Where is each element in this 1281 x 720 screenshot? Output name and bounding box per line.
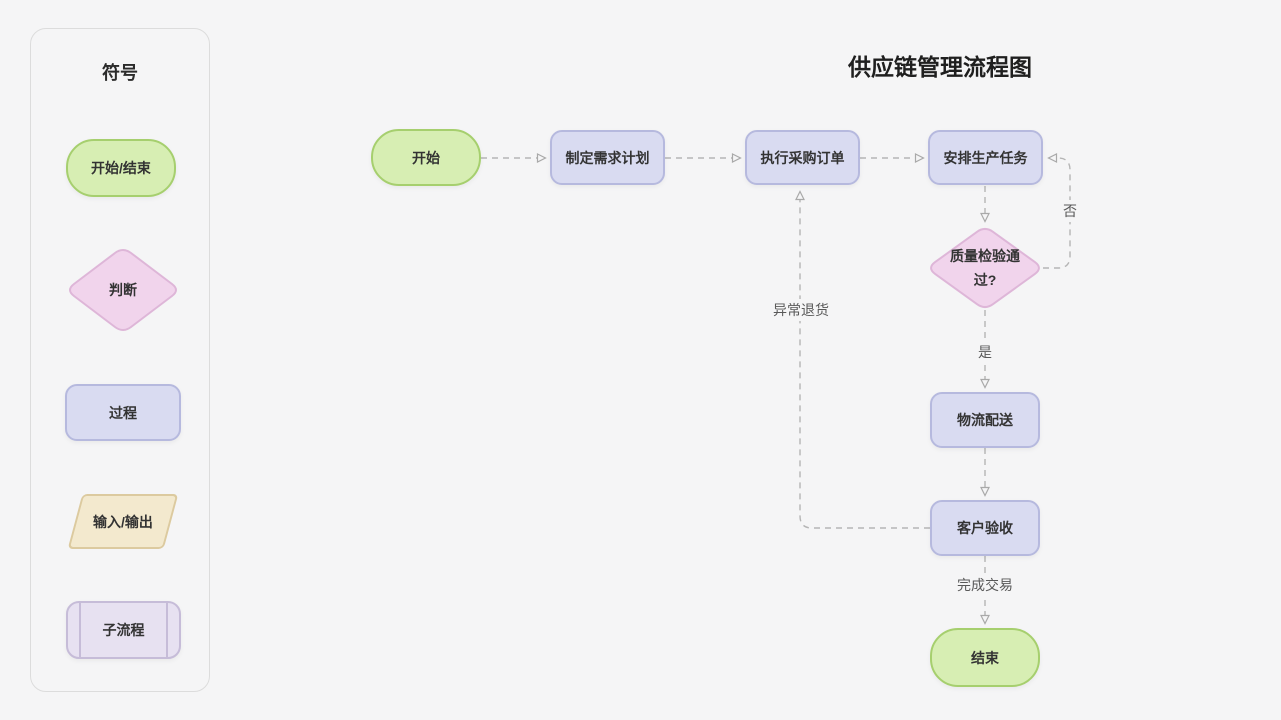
- node-start-label: 开始: [412, 149, 440, 166]
- legend-io-label: 输入/输出: [93, 513, 153, 530]
- node-end[interactable]: 结束: [930, 628, 1040, 687]
- legend-subprocess-label: 子流程: [102, 622, 145, 638]
- node-production[interactable]: 安排生产任务: [928, 130, 1043, 185]
- legend-decision-label: 判断: [109, 282, 137, 298]
- edge-label-complete: 完成交易: [953, 574, 1017, 596]
- legend-item-terminator[interactable]: 开始/结束: [66, 139, 176, 197]
- edge-acceptance-return: [795, 190, 930, 529]
- node-quality-check-label: 质量检验通过?: [950, 248, 1020, 288]
- legend-item-subprocess[interactable]: 子流程: [66, 601, 181, 659]
- legend-item-input-output[interactable]: 输入/输出: [65, 494, 181, 549]
- legend-item-decision[interactable]: 判断: [66, 247, 180, 333]
- edge-label-return: 异常退货: [769, 299, 833, 321]
- legend-item-process[interactable]: 过程: [65, 384, 181, 441]
- symbol-legend-panel: 符号 开始/结束 判断 过程 输入/输出 子流程: [30, 28, 210, 692]
- subprocess-left-bar: [79, 601, 81, 659]
- node-plan-label: 制定需求计划: [565, 149, 650, 166]
- node-production-label: 安排生产任务: [943, 149, 1028, 166]
- edge-label-yes: 是: [974, 341, 996, 363]
- node-acceptance[interactable]: 客户验收: [930, 500, 1040, 556]
- legend-title: 符号: [102, 63, 138, 83]
- node-acceptance-label: 客户验收: [957, 520, 1013, 536]
- subprocess-right-bar: [166, 601, 168, 659]
- legend-terminator-label: 开始/结束: [91, 160, 151, 176]
- node-quality-check[interactable]: 质量检验通过?: [927, 226, 1043, 310]
- node-logistics[interactable]: 物流配送: [930, 392, 1040, 448]
- node-plan[interactable]: 制定需求计划: [550, 130, 665, 185]
- node-start[interactable]: 开始: [371, 129, 481, 186]
- legend-process-label: 过程: [109, 404, 137, 421]
- node-logistics-label: 物流配送: [957, 412, 1013, 428]
- node-purchase-label: 执行采购订单: [760, 149, 845, 166]
- decision-diamond-shape: [69, 249, 177, 331]
- node-end-label: 结束: [971, 649, 999, 666]
- flowchart-title: 供应链管理流程图: [848, 54, 1032, 80]
- node-purchase[interactable]: 执行采购订单: [745, 130, 860, 185]
- quality-diamond-shape: [930, 227, 1040, 309]
- edge-label-no: 否: [1059, 200, 1081, 222]
